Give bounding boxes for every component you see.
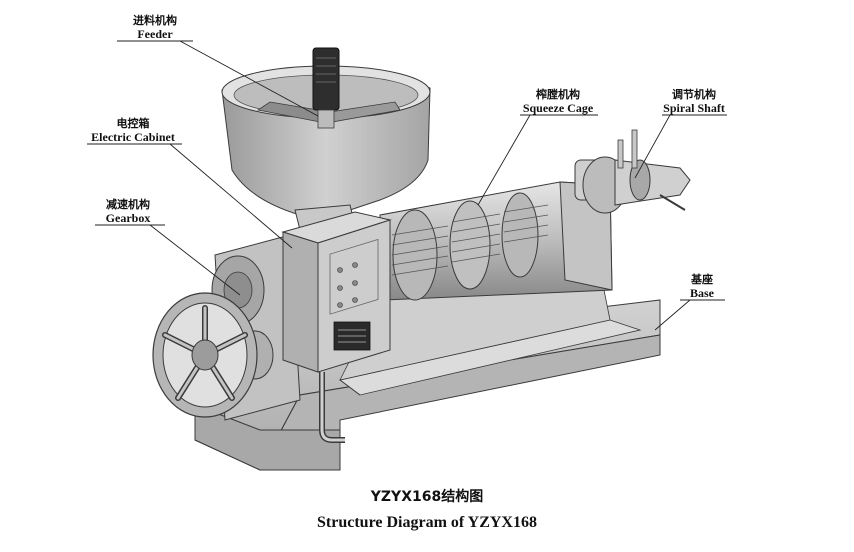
label-squeeze-cage: 榨膛机构 Squeeze Cage [523,87,594,115]
feeder-motor [312,47,340,111]
label-base: 基座 Base [690,272,715,300]
caption-model-title: YZYX168结构图 [370,489,484,505]
flywheel [152,292,258,418]
label-feeder-cn: 进料机构 [133,13,177,27]
spiral-shaft-assembly [582,129,691,214]
label-base-cn: 基座 [690,272,713,286]
label-spiral-shaft: 调节机构 Spiral Shaft [663,87,725,115]
label-electric-cabinet-en: Electric Cabinet [91,130,175,144]
electric-cabinet [281,211,392,443]
label-feeder: 进料机构 Feeder [133,13,177,41]
leader-lines [87,40,727,331]
label-feeder-en: Feeder [137,27,173,41]
label-spiral-shaft-cn: 调节机构 [672,87,716,101]
squeeze-cage-body [379,159,621,301]
label-spiral-shaft-en: Spiral Shaft [663,101,725,115]
label-gearbox: 减速机构 Gearbox [106,197,151,225]
label-gearbox-en: Gearbox [106,211,151,225]
feeder-hopper [221,47,431,231]
label-squeeze-cage-en: Squeeze Cage [523,101,594,115]
caption-structure-diagram: Structure Diagram of YZYX168 [317,514,537,531]
label-base-en: Base [690,286,715,300]
label-gearbox-cn: 减速机构 [106,197,150,211]
label-electric-cabinet-cn: 电控箱 [117,116,150,130]
label-squeeze-cage-cn: 榨膛机构 [535,87,580,101]
label-electric-cabinet: 电控箱 Electric Cabinet [91,116,175,144]
